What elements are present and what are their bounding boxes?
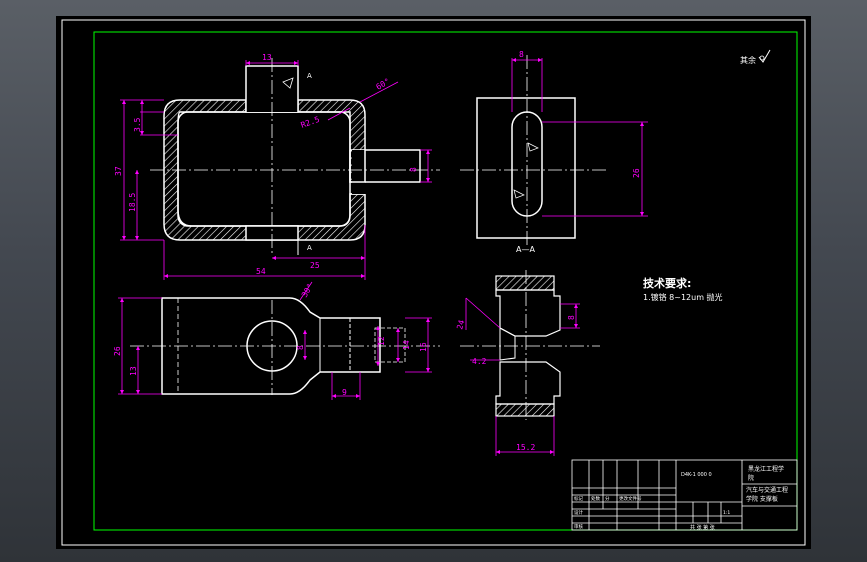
row-label2-1: 审核 bbox=[574, 523, 583, 530]
dim-tab-width: 8 bbox=[409, 167, 418, 172]
section-dimensions bbox=[465, 297, 580, 456]
dim-d16: 16 bbox=[419, 342, 428, 352]
inner-frame bbox=[93, 31, 798, 531]
sheet-count: 共 张 第 张 bbox=[690, 524, 715, 531]
dim-height-185: 18.5 bbox=[128, 193, 137, 212]
section-marker-bottom: A bbox=[307, 244, 312, 252]
tech-req-line1: 1.镀铬 8~12um 抛光 bbox=[643, 292, 723, 302]
dim-angle-30: 30° bbox=[300, 282, 315, 299]
dim-top-slot: 13 bbox=[262, 53, 272, 62]
section-label: A—A bbox=[516, 245, 535, 254]
dim-d12: 12 bbox=[377, 336, 386, 346]
side-dimensions bbox=[511, 58, 648, 217]
dim-radius: R2.5 bbox=[300, 115, 321, 130]
dim-slot-width: 8 bbox=[519, 50, 524, 59]
dim-angle-24: 24 bbox=[455, 319, 466, 331]
dim-width-152: 15.2 bbox=[516, 443, 535, 452]
front-dimensions bbox=[120, 60, 432, 280]
row-label-1: 处数 bbox=[591, 495, 600, 502]
right-tab bbox=[350, 149, 421, 183]
section-view bbox=[460, 270, 600, 420]
dim-height-37: 37 bbox=[114, 166, 123, 176]
dim-len-9: 9 bbox=[342, 388, 347, 397]
dim-thickness: 3.5 bbox=[133, 117, 142, 132]
outer-border bbox=[61, 19, 806, 546]
row-label-0: 标记 bbox=[574, 495, 583, 502]
drawing-number: D4K-1 000 0 bbox=[681, 472, 712, 478]
dim-len-42: 4.2 bbox=[472, 357, 487, 366]
dim-tab-offset: 25 bbox=[310, 261, 320, 270]
company-line2: 院 bbox=[748, 474, 754, 482]
tech-req-title: 技术要求: bbox=[643, 276, 691, 290]
dim-section-8: 8 bbox=[567, 315, 576, 320]
side-body bbox=[476, 97, 576, 239]
company-line1: 黑龙江工程学 bbox=[748, 465, 784, 473]
part-name-line2: 学院 支撑板 bbox=[746, 495, 778, 503]
scale-value: 1:1 bbox=[723, 510, 730, 516]
finish-check-icon bbox=[758, 49, 771, 63]
bottom-dimensions bbox=[118, 281, 432, 400]
dim-d8: 8 bbox=[296, 345, 305, 350]
row-label2-0: 设计 bbox=[574, 509, 583, 516]
side-view: A—A bbox=[460, 55, 608, 254]
bottom-view bbox=[130, 297, 440, 395]
dim-side-height: 26 bbox=[632, 168, 641, 178]
frame-inner-outline bbox=[177, 111, 351, 227]
part-name-line1: 汽车与交通工程 bbox=[746, 486, 788, 494]
row-label-3: 更改文件号 bbox=[619, 495, 642, 502]
section-bottom-hatch bbox=[495, 403, 555, 417]
bottom-dimension-text: 26 13 30° 8 12 14 16 9 bbox=[113, 282, 428, 397]
section-marker-top: A bbox=[307, 72, 312, 80]
dim-bottom-26: 26 bbox=[113, 346, 122, 356]
dim-d14: 14 bbox=[402, 340, 411, 350]
title-block bbox=[571, 459, 798, 531]
dim-overall-width: 54 bbox=[256, 267, 266, 276]
surface-finish-note: 其余 bbox=[740, 55, 756, 65]
bottom-outline bbox=[161, 297, 381, 395]
row-label-2: 分 bbox=[605, 495, 610, 502]
section-dimension-text: 24 4.2 8 15.2 bbox=[455, 315, 576, 452]
section-top-hatch bbox=[495, 275, 555, 291]
front-view: A A bbox=[150, 58, 440, 255]
dim-bottom-13: 13 bbox=[129, 366, 138, 376]
